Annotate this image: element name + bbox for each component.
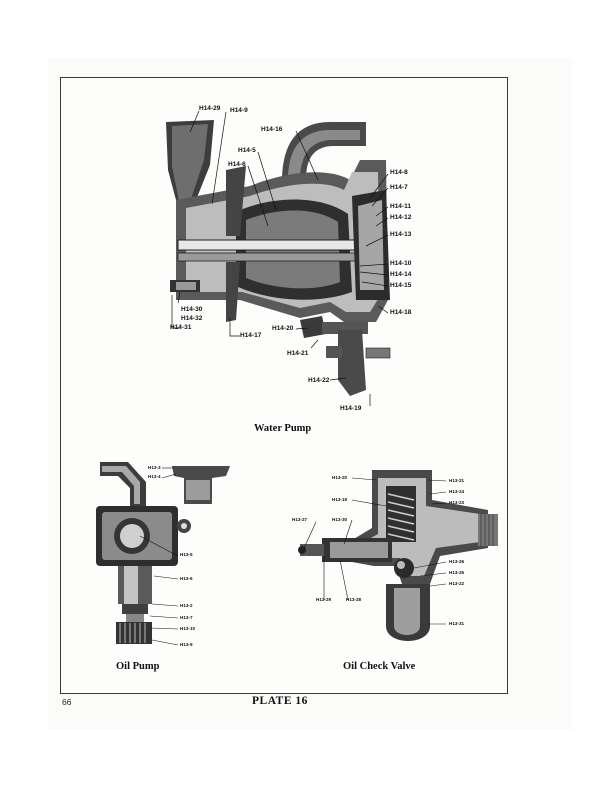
callout-label: H13-25 [449, 570, 465, 575]
callout-label: H14-16 [261, 126, 283, 133]
callout-label: H14-11 [390, 203, 411, 210]
callout-label: H13-7 [180, 615, 193, 620]
oil-check-valve-drawing [298, 470, 498, 641]
oil-check-valve-caption: Oil Check Valve [343, 661, 416, 672]
callout-label: H13-9 [180, 642, 193, 647]
callout-label: H14-32 [181, 315, 203, 322]
callout-label: H14-5 [238, 147, 256, 154]
callout-label: H13-26 [449, 559, 465, 564]
callout-label: H14-15 [390, 282, 412, 289]
callout-label: H14-6 [228, 161, 246, 168]
callout-label: H14-18 [390, 309, 412, 316]
callout-label: H14-30 [181, 306, 203, 313]
page-number: 66 [62, 697, 72, 707]
callout-label: H14-7 [390, 184, 408, 191]
callout-label: H14-20 [272, 325, 294, 332]
callout-label: H14-22 [308, 377, 330, 384]
callout-label: H13-10 [180, 626, 196, 631]
callout-label: H13-6 [180, 576, 193, 581]
callout-label: H13-20 [332, 475, 348, 480]
callout-label: H14-8 [390, 169, 408, 176]
callout-label: H14-9 [230, 107, 248, 114]
callout-label: H13-27 [292, 517, 308, 522]
callout-label: H13-29 [316, 597, 332, 602]
callout-label: H13-2 [180, 603, 193, 608]
oil-pump-caption: Oil Pump [116, 661, 160, 672]
callout-label: H14-17 [240, 332, 262, 339]
callout-label: H13-31 [449, 621, 465, 626]
callout-label: H13-5 [180, 552, 193, 557]
oil-pump-drawing [96, 462, 230, 646]
callout-label: H13-3 [148, 465, 161, 470]
callout-label: H13-30 [332, 517, 348, 522]
plate-title: PLATE 16 [252, 695, 308, 707]
callout-label: H13-19 [332, 497, 348, 502]
water-pump-caption: Water Pump [254, 423, 312, 434]
callout-label: H13-22 [449, 581, 465, 586]
callout-label: H14-12 [390, 214, 412, 221]
callout-label: H14-19 [340, 405, 362, 412]
callout-label: H13-21 [449, 478, 465, 483]
callout-label: H14-13 [390, 231, 412, 238]
callout-label: H14-14 [390, 271, 412, 278]
callout-label: H13-24 [449, 489, 465, 494]
callout-label: H14-31 [170, 324, 192, 331]
callout-label: H14-29 [199, 105, 221, 112]
callout-label: H13-28 [346, 597, 362, 602]
callout-label: H14-21 [287, 350, 309, 357]
water-pump-drawing [166, 110, 391, 406]
callout-label: H14-10 [390, 260, 412, 267]
callout-label: H13-23 [449, 500, 465, 505]
callout-label: H13-4 [148, 474, 161, 479]
